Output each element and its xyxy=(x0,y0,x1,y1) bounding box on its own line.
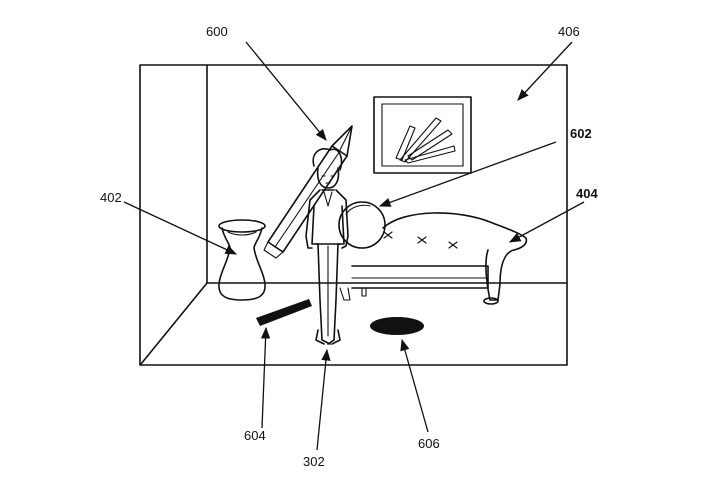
character xyxy=(305,148,349,345)
label-room: 406 xyxy=(558,24,580,39)
wall-picture xyxy=(373,96,472,174)
label-pencil-shadow: 604 xyxy=(244,428,266,443)
label-ball-shadow: 606 xyxy=(418,436,440,451)
ball xyxy=(338,201,386,249)
leader-lines xyxy=(123,41,585,451)
reference-labels: 600 406 602 404 402 604 302 606 xyxy=(100,24,598,469)
label-character: 302 xyxy=(303,454,325,469)
room xyxy=(139,64,568,366)
label-vase: 402 xyxy=(100,190,122,205)
pencil xyxy=(263,125,353,259)
label-ball: 602 xyxy=(570,126,592,141)
label-sofa: 404 xyxy=(576,186,598,201)
vase xyxy=(218,219,266,301)
sofa xyxy=(339,212,528,305)
ball-shadow xyxy=(370,317,424,335)
label-pencil: 600 xyxy=(206,24,228,39)
pencil-shadow xyxy=(256,299,312,326)
